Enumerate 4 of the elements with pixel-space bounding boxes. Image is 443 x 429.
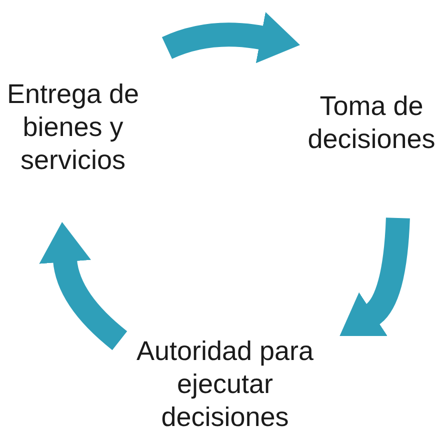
node-label: Toma de decisiones [306,90,436,156]
node-label: Autoridad para ejecutar decisiones [135,335,315,429]
curved-arrow [342,217,410,339]
node-label: Entrega de bienes y servicios [6,78,140,177]
